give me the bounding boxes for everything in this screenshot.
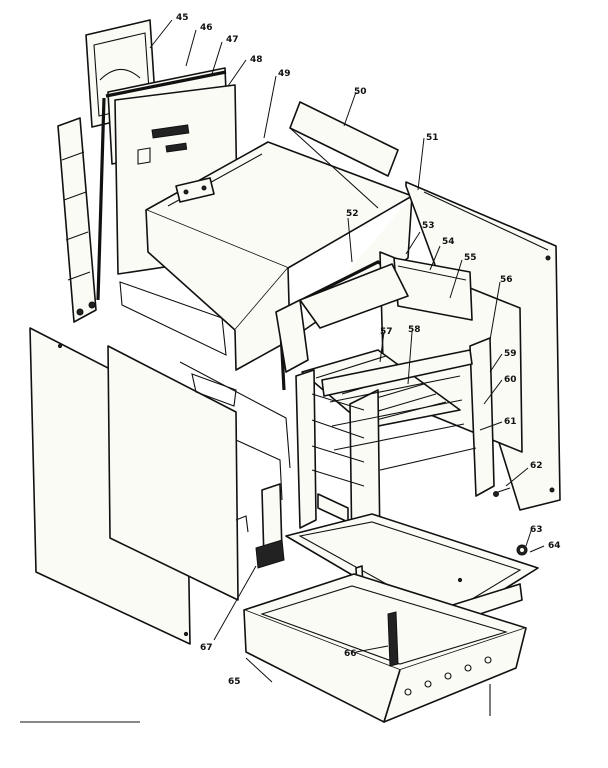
oven-front-frame [275,263,409,373]
callout-65: 65 [228,677,241,687]
oven-liner [119,141,413,371]
callout-53: 53 [422,221,435,231]
callout-52: 52 [346,209,359,219]
callout-50: 50 [354,87,367,97]
spring [387,611,399,667]
callout-55: 55 [464,253,477,263]
callout-46: 46 [200,23,213,33]
callout-64: 64 [548,541,561,551]
callout-45: 45 [176,13,189,23]
leader-lines [149,19,545,683]
door-side-frame [57,117,97,323]
callout-59: 59 [504,349,517,359]
callout-63: 63 [530,525,543,535]
callout-60: 60 [504,375,517,385]
oven-rack-frame [295,337,495,561]
callout-labels: 45 46 47 48 49 50 51 52 53 54 55 56 57 5… [176,13,561,687]
callout-62: 62 [530,461,543,471]
callout-49: 49 [278,69,291,79]
drawer-bracket [255,483,285,569]
callout-66: 66 [344,649,357,659]
top-vent-shield [289,101,399,209]
screw [493,487,511,497]
broiler-drawer [243,573,527,723]
callout-54: 54 [442,237,455,247]
callout-58: 58 [408,325,421,335]
callout-67: 67 [200,643,213,653]
nut-and-bracket [516,544,528,556]
inner-door-panel [107,345,239,601]
callout-56: 56 [500,275,513,285]
callout-57: 57 [380,327,393,337]
callout-48: 48 [250,55,263,65]
cabinet-outline [179,361,291,533]
callout-47: 47 [226,35,239,45]
callout-51: 51 [426,133,439,143]
callout-61: 61 [504,417,517,427]
